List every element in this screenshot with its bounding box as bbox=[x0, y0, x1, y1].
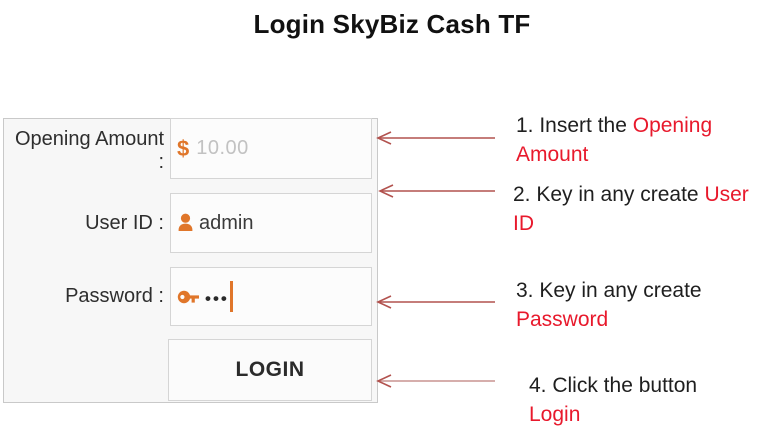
user-id-value: admin bbox=[199, 211, 254, 234]
page-title: Login SkyBiz Cash TF bbox=[253, 9, 531, 39]
opening-amount-placeholder: 10.00 bbox=[196, 137, 249, 159]
arrow-to-login-button bbox=[376, 374, 495, 388]
user-id-label: User ID : bbox=[85, 211, 164, 234]
text-cursor bbox=[229, 281, 233, 312]
arrow-to-password bbox=[376, 295, 495, 309]
user-id-input[interactable]: admin bbox=[170, 193, 372, 253]
annotation-3-text: 3. Key in any create bbox=[516, 279, 702, 302]
password-label: Password : bbox=[65, 285, 164, 307]
password-input[interactable]: ••• bbox=[170, 267, 372, 326]
annotation-4-text: 4. Click the button bbox=[529, 374, 698, 397]
user-icon bbox=[178, 213, 193, 231]
annotation-2-text: 2. Key in any create bbox=[513, 183, 705, 206]
annotation-2-highlight: User bbox=[704, 183, 749, 206]
key-icon bbox=[177, 290, 199, 303]
annotation-step-2: 2. Key in any create User ID bbox=[513, 183, 749, 235]
annotation-step-4: 4. Click the button Login bbox=[529, 374, 698, 426]
annotation-1-text: 1. Insert the bbox=[516, 114, 633, 137]
annotation-step-3: 3. Key in any create Password bbox=[516, 279, 702, 331]
password-masked-value: ••• bbox=[205, 289, 229, 308]
login-form-panel: Opening Amount : $ 10.00 User ID : admin… bbox=[3, 118, 378, 403]
arrow-to-opening-amount bbox=[376, 131, 495, 145]
dollar-icon: $ bbox=[177, 135, 190, 161]
annotation-step-1: 1. Insert the Opening Amount bbox=[516, 114, 713, 166]
arrow-to-user-id bbox=[378, 184, 495, 198]
opening-amount-label: Opening Amount : bbox=[15, 128, 164, 173]
opening-amount-input[interactable]: $ 10.00 bbox=[170, 118, 372, 179]
annotation-1-highlight: Opening bbox=[632, 114, 713, 137]
login-button[interactable]: LOGIN bbox=[168, 339, 372, 401]
